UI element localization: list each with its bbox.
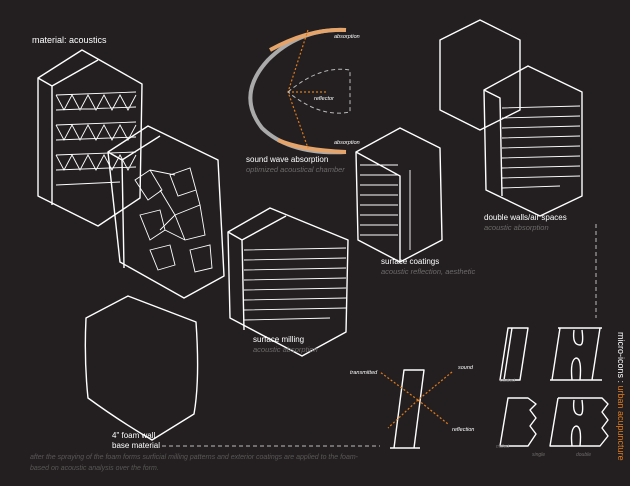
coatings-sublabel: acoustic reflection, aesthetic bbox=[381, 267, 475, 276]
milling-sublabel: acoustic absorption bbox=[253, 345, 318, 354]
foam-label-2: base material bbox=[112, 441, 160, 450]
foam-label-1: 4" foam wall bbox=[112, 431, 156, 440]
foam-wall-block bbox=[84, 295, 199, 441]
double-walls-sublabel: acoustic absorption bbox=[484, 223, 549, 232]
reflection-label: reflection bbox=[452, 427, 474, 433]
triangle-pattern-block bbox=[37, 49, 143, 227]
coatings-label: surface coatings bbox=[381, 257, 439, 266]
sound-path-diagram: sound transmitted reflection bbox=[350, 365, 474, 449]
col-label-double: double bbox=[576, 452, 591, 458]
double-walls-block: double walls/air spaces acoustic absorpt… bbox=[439, 19, 597, 318]
surface-coatings-block: surface coatings acoustic reflection, ae… bbox=[355, 127, 475, 276]
chamber-label: sound wave absorption bbox=[246, 155, 328, 164]
surface-milling-block: surface milling acoustic absorption bbox=[227, 207, 349, 357]
col-label-single: single bbox=[532, 452, 545, 458]
sound-label: sound bbox=[458, 365, 474, 371]
chamber-sublabel: optimized acoustical chamber bbox=[246, 165, 345, 174]
micro-icons-grid: coated milled single double micro-icons … bbox=[496, 327, 626, 461]
micro-icons-heading: micro-icons : urban acupuncture bbox=[616, 332, 626, 461]
milling-label: surface milling bbox=[253, 335, 304, 344]
transmitted-label: transmitted bbox=[350, 370, 378, 376]
row-label-coated: coated bbox=[500, 378, 515, 384]
caption-line-2: based on acoustic analysis over the form… bbox=[30, 465, 159, 472]
reflector-label: reflector bbox=[314, 96, 335, 102]
row-label-milled: milled bbox=[496, 444, 509, 450]
faceted-block bbox=[107, 125, 225, 299]
absorption-top-label: absorption bbox=[334, 34, 360, 40]
acoustic-chamber-diagram: absorption reflector absorption sound wa… bbox=[246, 27, 360, 174]
board-title: material: acoustics bbox=[32, 35, 107, 45]
double-walls-label: double walls/air spaces bbox=[484, 213, 567, 222]
absorption-bottom-label: absorption bbox=[334, 140, 360, 146]
caption-line-1: after the spraying of the foam forms sur… bbox=[30, 454, 359, 461]
